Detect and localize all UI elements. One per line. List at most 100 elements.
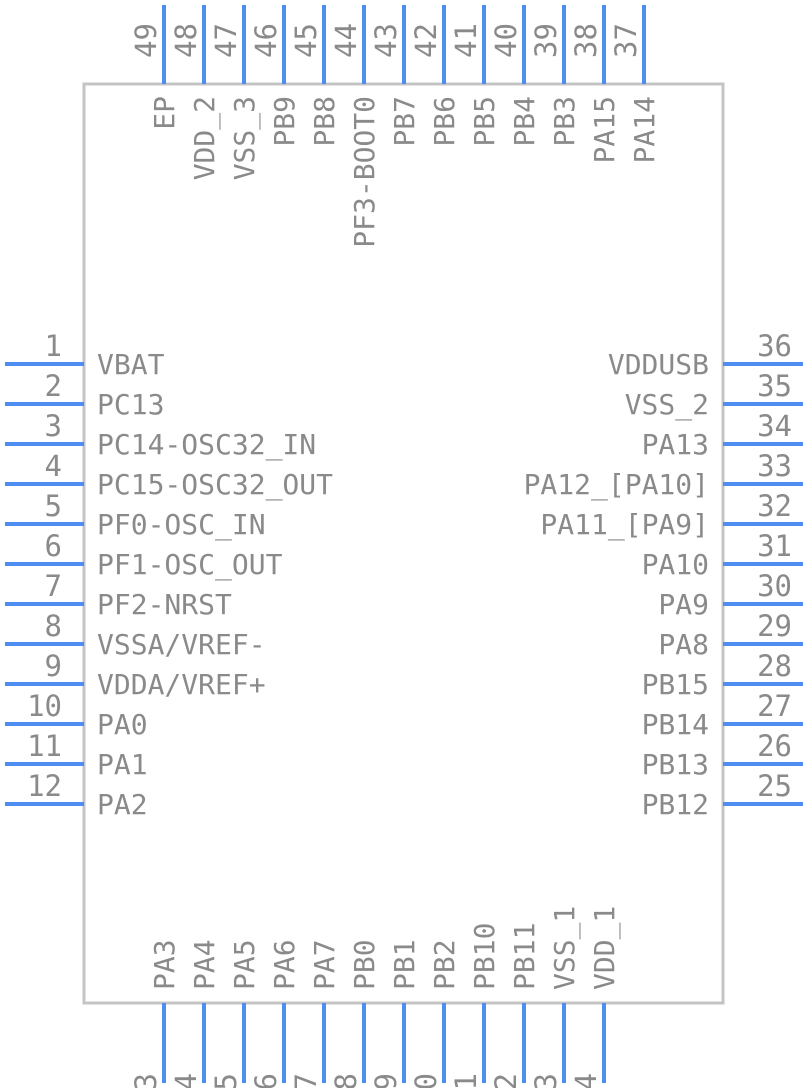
pin-name: PB8 — [308, 96, 341, 147]
pin-name: PB3 — [548, 96, 581, 147]
pin-13: 13PA3 — [129, 939, 181, 1088]
pin-name: PB11 — [508, 923, 541, 990]
pin-name: PF2-NRST — [97, 588, 232, 621]
pin-number: 6 — [45, 529, 62, 563]
pin-name: PB5 — [468, 96, 501, 147]
pin-name: VDD_2 — [188, 96, 222, 180]
pin-number: 41 — [449, 23, 483, 58]
pin-name: VSS_2 — [625, 388, 709, 422]
pin-name: PA5 — [228, 939, 261, 990]
pin-22: 22 PB11 — [489, 923, 541, 1088]
pin-number: 8 — [45, 609, 62, 643]
pin-number: 25 — [757, 769, 792, 803]
pin-16: 16PA6 — [249, 939, 301, 1088]
pin-number: 22 — [489, 1073, 523, 1088]
pin-name: PB15 — [642, 668, 709, 701]
pin-name: PA12_[PA10] — [524, 468, 709, 502]
pins-layer: 1VBAT2PC133PC14-OSC32_IN4PC15-OSC32_OUT5… — [5, 5, 803, 1088]
pin-name: PA2 — [97, 788, 148, 821]
pin-name: VSS_3 — [228, 96, 262, 180]
pin-number: 24 — [569, 1073, 603, 1088]
pin-number: 49 — [129, 23, 163, 58]
pin-number: 14 — [169, 1073, 203, 1088]
pin-name: PB2 — [428, 939, 461, 990]
pin-number: 47 — [209, 23, 243, 58]
pin-name: PA4 — [188, 939, 221, 990]
pin-name: PA3 — [148, 939, 181, 990]
pin-number: 11 — [27, 729, 62, 763]
pin-number: 4 — [45, 449, 62, 483]
pin-number: 43 — [369, 23, 403, 58]
pin-number: 19 — [369, 1073, 403, 1088]
pin-name: PA14 — [628, 96, 661, 163]
pin-name: PA8 — [658, 628, 709, 661]
pin-name: VDDUSB — [608, 348, 709, 381]
pin-number: 26 — [757, 729, 792, 763]
pin-name: VBAT — [97, 348, 165, 381]
pin-number: 32 — [757, 489, 792, 523]
pin-name: PB6 — [428, 96, 461, 147]
pin-number: 34 — [757, 409, 792, 443]
pin-name: VDD_1 — [588, 906, 622, 990]
pin-21: 21PB10 — [449, 923, 501, 1088]
pin-number: 7 — [45, 569, 62, 603]
pin-name: PB9 — [268, 96, 301, 147]
pin-name: PB7 — [388, 96, 421, 147]
pin-24: 24 VDD_1 — [569, 906, 622, 1088]
pin-name: VSS_1 — [548, 906, 582, 990]
pin-name: PB12 — [642, 788, 709, 821]
pin-name: EP — [148, 96, 181, 130]
pin-name: PF3-BOOT0 — [348, 96, 381, 248]
pin-name: PA0 — [97, 708, 148, 741]
pin-18: 18PB0 — [329, 939, 381, 1088]
pin-number: 23 — [529, 1073, 563, 1088]
pin-name: PB1 — [388, 939, 421, 990]
pin-number: 20 — [409, 1073, 443, 1088]
pin-number: 17 — [289, 1073, 323, 1088]
pin-name: PC15-OSC32_OUT — [97, 468, 333, 502]
pin-name: PB14 — [642, 708, 709, 741]
pin-name: PB13 — [642, 748, 709, 781]
pin-number: 2 — [45, 369, 62, 403]
pin-number: 37 — [609, 23, 643, 58]
pin-number: 21 — [449, 1073, 483, 1088]
pin-name: PB0 — [348, 939, 381, 990]
pin-name: PA9 — [658, 588, 709, 621]
pin-19: 19 PB1 — [369, 939, 421, 1088]
pin-name: VDDA/VREF+ — [97, 668, 266, 701]
pin-name: PA7 — [308, 939, 341, 990]
pin-number: 27 — [757, 689, 792, 723]
pin-number: 36 — [757, 329, 792, 363]
pin-23: 23 VSS_1 — [529, 906, 582, 1088]
pin-number: 48 — [169, 23, 203, 58]
pin-number: 10 — [27, 689, 62, 723]
pin-number: 42 — [409, 23, 443, 58]
pin-name: PC14-OSC32_IN — [97, 428, 316, 462]
pin-15: 15PA5 — [209, 939, 261, 1088]
pin-name: VSSA/VREF- — [97, 628, 266, 661]
pin-name: PC13 — [97, 388, 164, 421]
pin-name: PA1 — [97, 748, 148, 781]
